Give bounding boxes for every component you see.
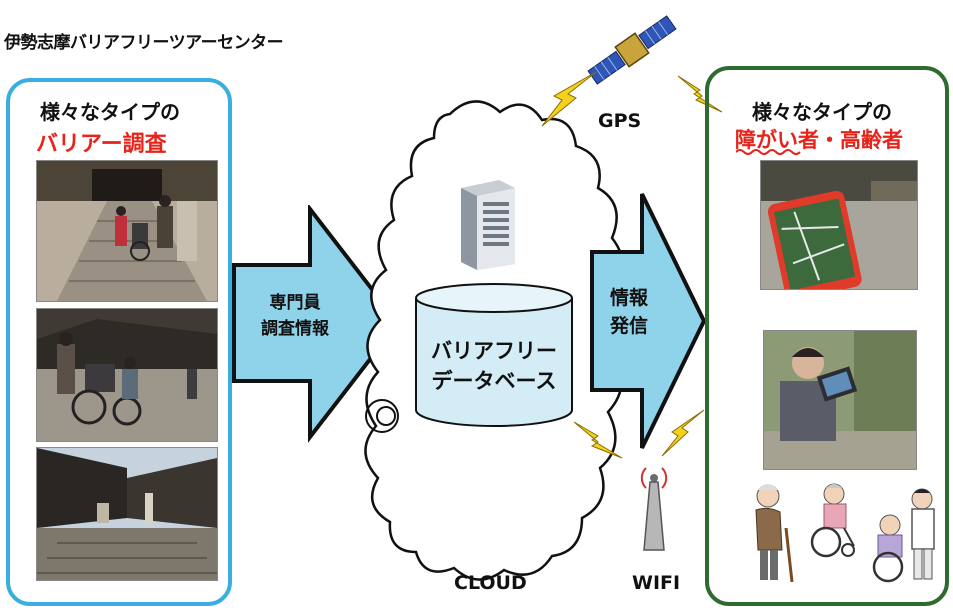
organization-title: 伊勢志摩バリアフリーツアーセンター	[4, 33, 284, 53]
townscape-photo	[36, 447, 218, 581]
users-panel-heading: 様々なタイプの	[752, 100, 892, 124]
caregiver-pushing-wheelchair-icon	[872, 488, 935, 583]
database-label-line1: バリアフリー	[431, 339, 557, 363]
survey-info-label: 専門員 調査情報	[245, 290, 345, 342]
gps-label: GPS	[598, 110, 642, 132]
survey-panel-heading: 様々なタイプの	[40, 100, 180, 124]
info-distribution-arrow	[590, 193, 707, 449]
lightning-bolt-icon	[661, 409, 705, 457]
stairway-survey-photo	[36, 160, 218, 302]
survey-info-line2: 調査情報	[261, 319, 329, 339]
lightning-bolt-icon	[541, 71, 597, 127]
elderly-person-with-cane-icon	[755, 484, 794, 583]
satellite-icon	[587, 15, 677, 85]
info-distribution-label: 情報 発信	[598, 284, 660, 340]
database-label: バリアフリー データベース	[414, 336, 574, 396]
info-distribution-line2: 発信	[609, 315, 648, 337]
tablet-user-photo	[763, 330, 917, 470]
survey-info-line1: 専門員	[269, 293, 321, 313]
survey-panel	[6, 78, 232, 606]
cloud-label: CLOUD	[454, 572, 527, 594]
survey-panel-subheading: バリアー調査	[36, 132, 167, 157]
lightning-bolt-icon	[573, 421, 623, 459]
wifi-label: WIFI	[632, 572, 681, 594]
database-label-line2: データベース	[431, 369, 557, 393]
wifi-antenna-icon	[640, 467, 668, 551]
lightning-bolt-icon	[677, 75, 723, 113]
users-panel	[705, 66, 949, 606]
server-icon	[461, 180, 515, 270]
info-distribution-line1: 情報	[609, 287, 648, 309]
database-cylinder	[415, 283, 573, 427]
users-panel-subheading: 障がい者・高齢者	[735, 128, 903, 152]
wheelchair-street-photo	[36, 308, 218, 442]
survey-info-arrow	[232, 205, 401, 443]
smartphone-map-photo	[760, 160, 918, 290]
red-wavy-underline	[736, 149, 801, 155]
wheelchair-user-icon	[810, 483, 855, 558]
